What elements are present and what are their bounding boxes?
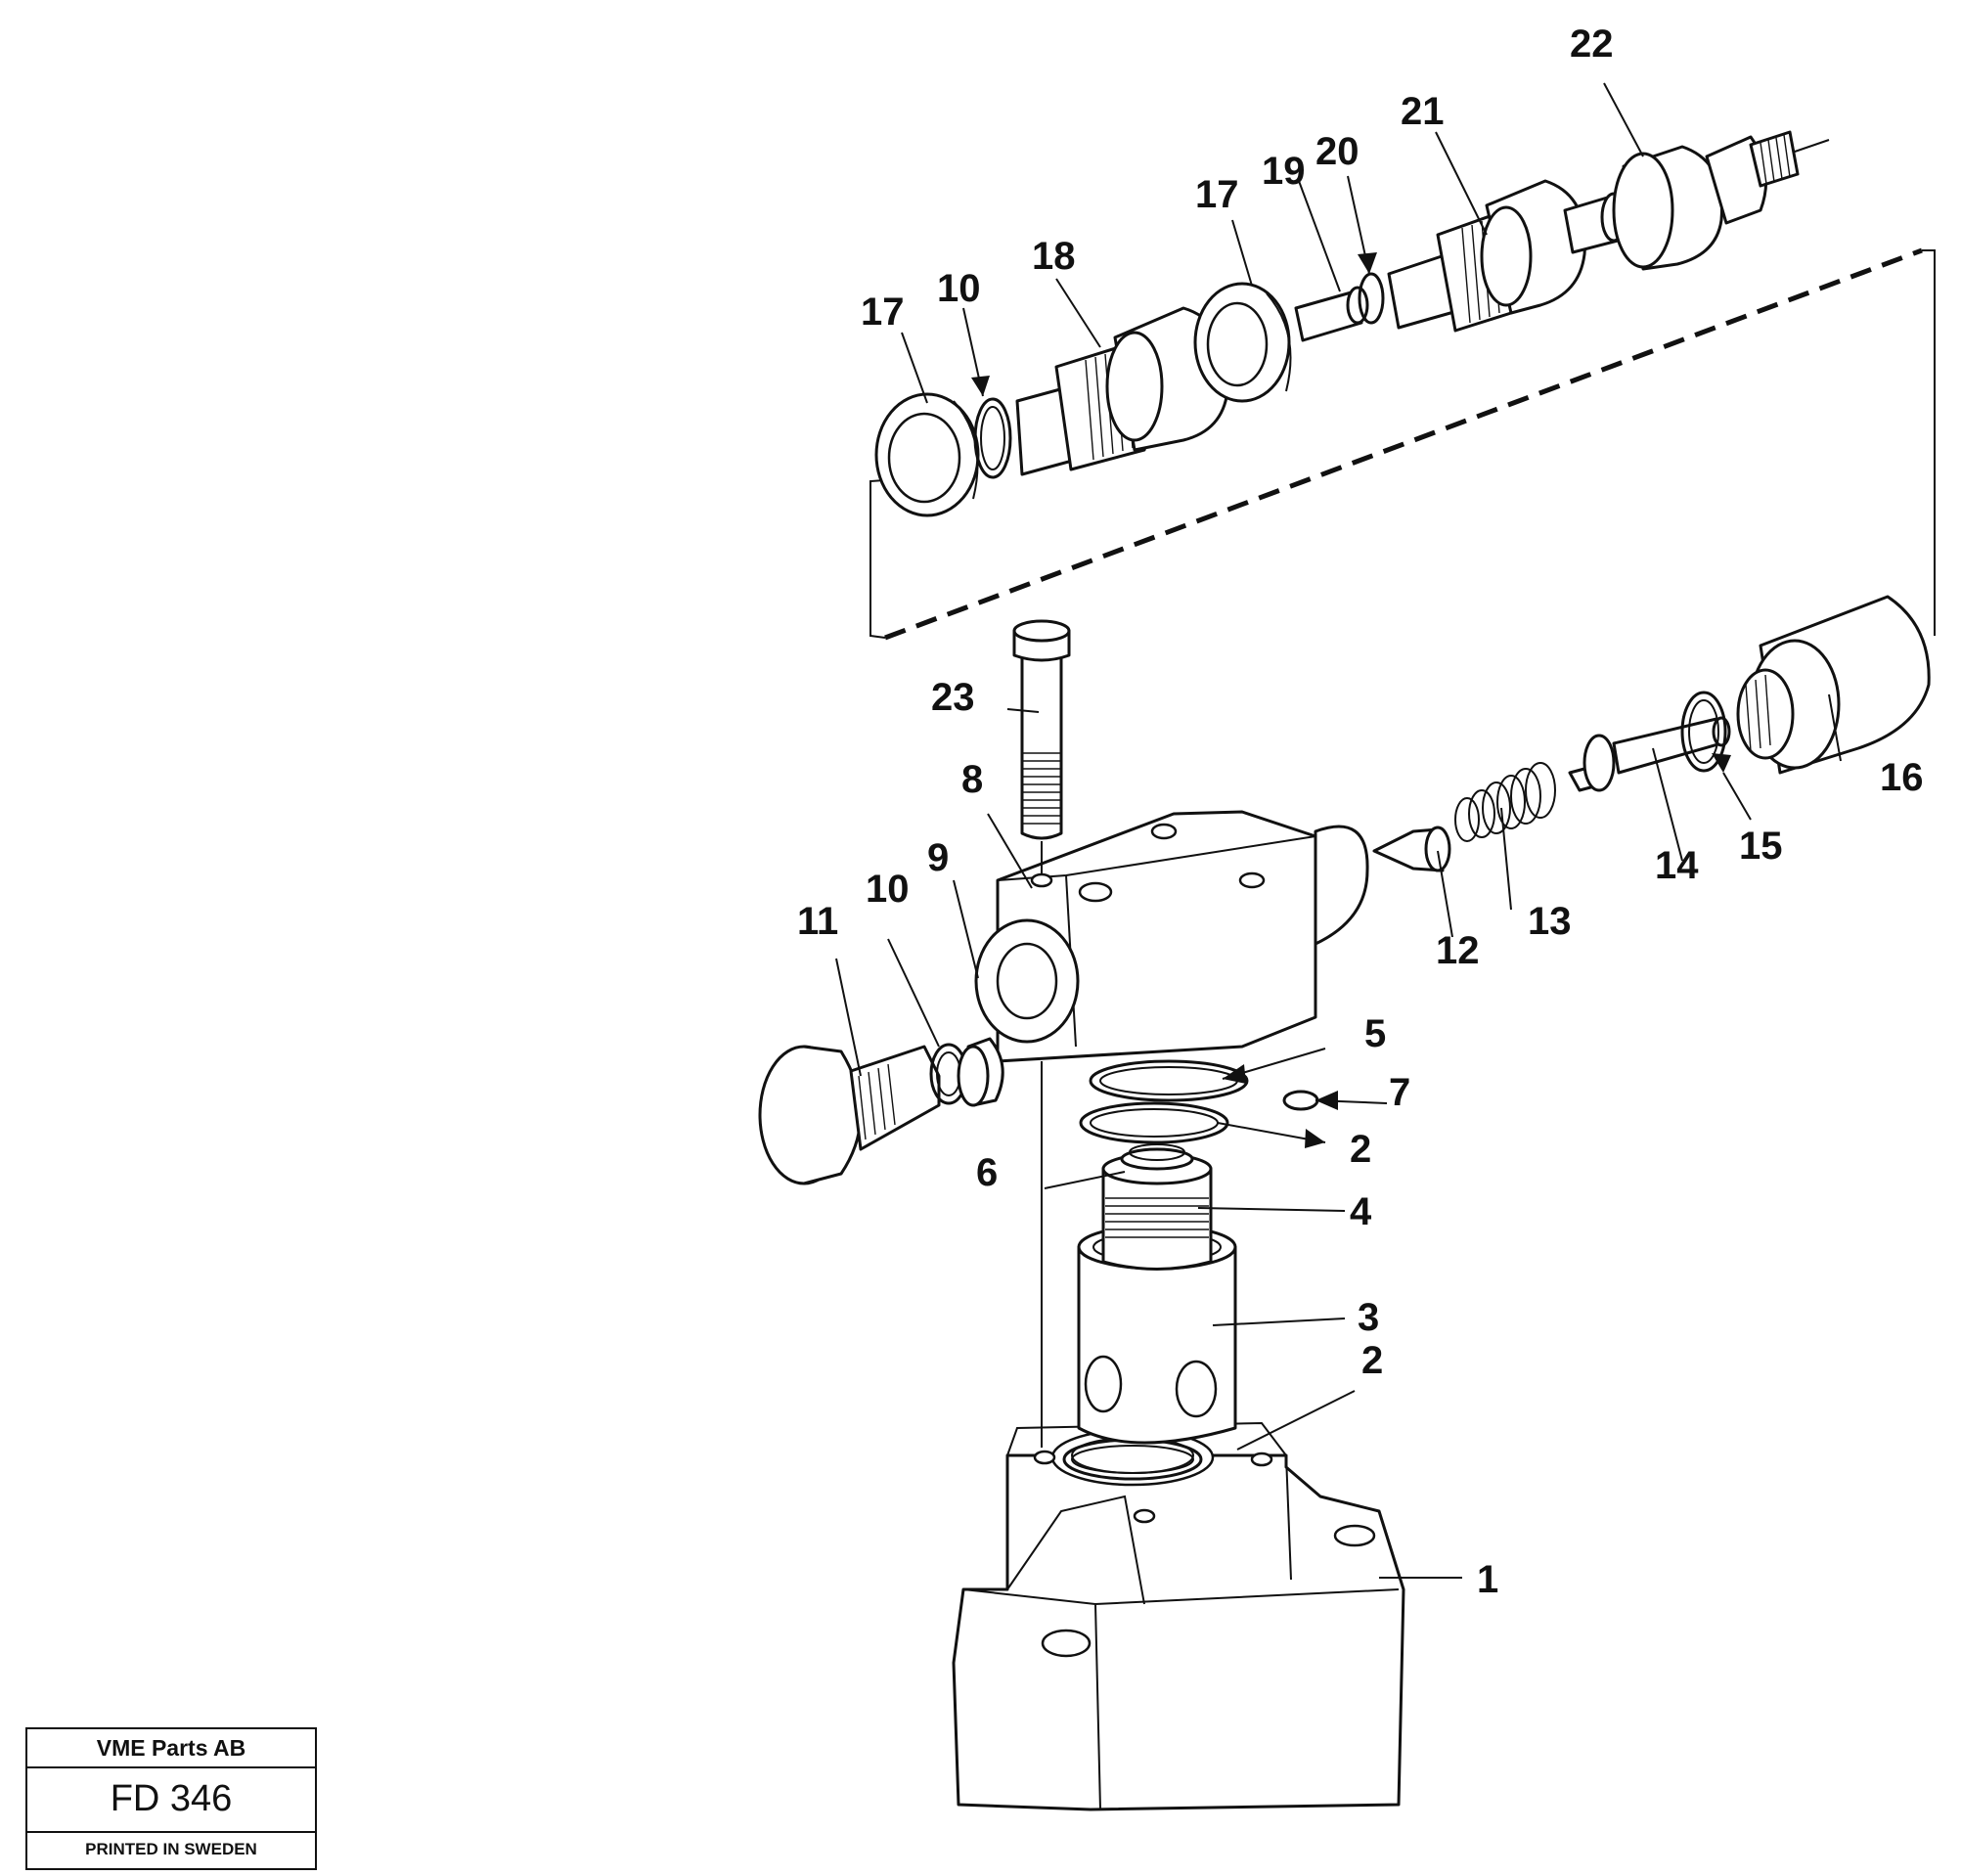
callout-23: 23 [931, 676, 975, 719]
callout-17-right: 17 [1195, 173, 1239, 216]
adapter-fitting [1015, 306, 1229, 476]
pilot-pin [1294, 286, 1369, 342]
company-name: VME Parts AB [27, 1729, 315, 1768]
adjusting-stem [1568, 716, 1731, 792]
callout-labels: 1 2 2 3 4 5 6 7 8 9 10 10 11 12 13 14 15… [797, 22, 1924, 1601]
lock-nut-right [1193, 282, 1292, 403]
callout-4: 4 [1350, 1190, 1372, 1233]
arrowheads [971, 252, 1731, 1148]
callout-9: 9 [927, 836, 949, 879]
callout-13: 13 [1528, 900, 1572, 943]
callout-7: 7 [1389, 1071, 1410, 1114]
o-ring-upper [1079, 1101, 1229, 1144]
lock-nut-left [874, 392, 980, 517]
callout-12: 12 [1436, 929, 1480, 972]
callout-8: 8 [961, 758, 983, 801]
seal-washer-upper [973, 397, 1012, 479]
callout-20: 20 [1315, 130, 1359, 173]
callout-21: 21 [1401, 90, 1445, 133]
callout-10-lower: 10 [866, 868, 910, 911]
callout-16: 16 [1880, 756, 1924, 799]
callout-5: 5 [1364, 1012, 1386, 1055]
callout-22: 22 [1570, 22, 1614, 66]
callout-6: 6 [976, 1151, 998, 1194]
printed-in-note: PRINTED IN SWEDEN [85, 1840, 257, 1858]
small-seal [1282, 1090, 1319, 1111]
callout-15: 15 [1739, 825, 1783, 868]
drawing-code: FD 346 [27, 1766, 315, 1833]
callout-10-upper: 10 [937, 267, 981, 310]
hex-connector [1563, 130, 1830, 271]
callout-19: 19 [1262, 150, 1306, 193]
seal-ring-15 [1680, 691, 1727, 773]
insert-spring [1120, 1143, 1194, 1171]
compression-spring [1454, 762, 1556, 842]
callout-18: 18 [1032, 235, 1076, 278]
callout-3: 3 [1358, 1296, 1379, 1339]
backup-ring [1089, 1059, 1249, 1102]
o-ring-20 [1358, 272, 1385, 325]
valve-block [974, 810, 1369, 1063]
title-block: VME Parts AB FD 346 PRINTED IN SWEDEN [25, 1727, 317, 1870]
bushing [957, 1037, 1004, 1107]
callout-2-lower: 2 [1361, 1339, 1383, 1382]
valve-base-housing [952, 1421, 1405, 1811]
callout-11: 11 [797, 900, 838, 943]
callout-1: 1 [1477, 1558, 1498, 1601]
callout-17-left: 17 [861, 290, 905, 334]
hex-bolt [1012, 619, 1071, 1448]
callout-14: 14 [1655, 844, 1699, 887]
cap-nut [1736, 595, 1931, 775]
valve-spool [1101, 1152, 1213, 1271]
plug-cap [758, 1045, 941, 1185]
threaded-adapter [1387, 179, 1586, 333]
callout-2-upper: 2 [1350, 1128, 1371, 1171]
leader-lines [835, 82, 1842, 1579]
poppet-cone [1372, 826, 1451, 872]
